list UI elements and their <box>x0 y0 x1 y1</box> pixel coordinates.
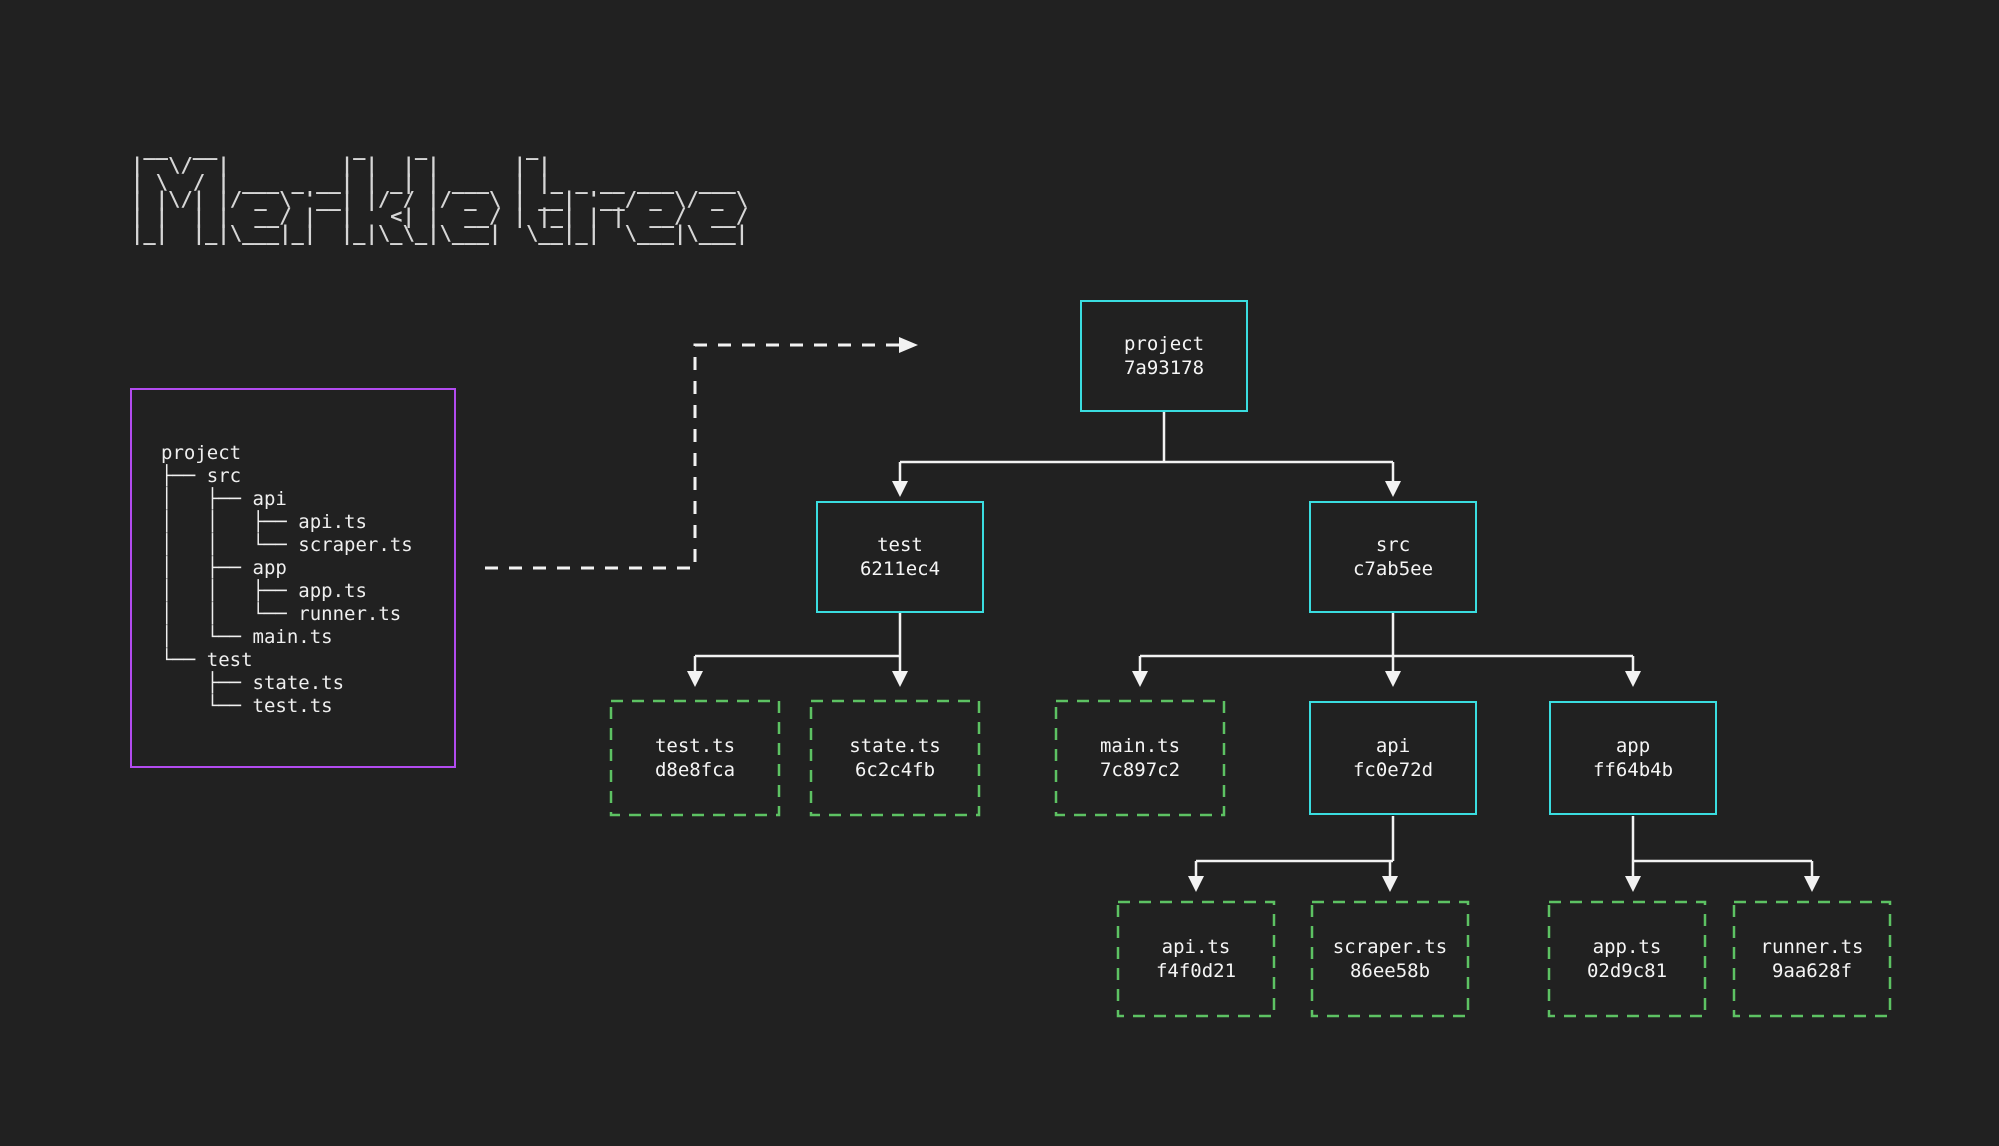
arrow-right-icon <box>899 337 918 353</box>
node-hash: 02d9c81 <box>1586 960 1668 982</box>
node-label: app <box>1615 735 1651 757</box>
node-app-ts: app.ts 02d9c81 <box>1549 902 1705 1016</box>
node-label: api.ts <box>1161 936 1231 958</box>
node-label: scraper.ts <box>1332 936 1448 958</box>
node-hash: f4f0d21 <box>1155 960 1237 982</box>
node-hash: 86ee58b <box>1349 960 1431 982</box>
node-state-ts: state.ts 6c2c4fb <box>811 701 979 815</box>
page-title-ascii-art: __ __ _ _ _ | \/ | | | | | | | | \ / | _… <box>131 136 749 245</box>
node-app: app ff64b4b <box>1549 701 1717 815</box>
node-label: runner.ts <box>1760 936 1864 958</box>
node-project: project 7a93178 <box>1080 300 1248 412</box>
file-tree-panel: project ├── src │ ├── api │ │ ├── api.ts… <box>130 388 456 768</box>
node-hash: 9aa628f <box>1771 960 1853 982</box>
node-scraper-ts: scraper.ts 86ee58b <box>1312 902 1468 1016</box>
file-tree-listing: project ├── src │ ├── api │ │ ├── api.ts… <box>161 442 413 717</box>
node-api-ts: api.ts f4f0d21 <box>1118 902 1274 1016</box>
node-label: src <box>1375 534 1411 556</box>
node-api: api fc0e72d <box>1309 701 1477 815</box>
node-hash: c7ab5ee <box>1352 558 1434 580</box>
node-test: test 6211ec4 <box>816 501 984 613</box>
node-hash: fc0e72d <box>1352 759 1434 781</box>
node-runner-ts: runner.ts 9aa628f <box>1734 902 1890 1016</box>
node-label: project <box>1123 333 1205 355</box>
node-label: api <box>1375 735 1411 757</box>
node-hash: 6211ec4 <box>859 558 941 580</box>
node-hash: 7a93178 <box>1123 357 1205 379</box>
node-main-ts: main.ts 7c897c2 <box>1056 701 1224 815</box>
node-hash: ff64b4b <box>1592 759 1674 781</box>
node-hash: 6c2c4fb <box>854 759 936 781</box>
node-src: src c7ab5ee <box>1309 501 1477 613</box>
node-label: state.ts <box>849 735 941 757</box>
node-label: test.ts <box>654 735 736 757</box>
node-label: test <box>877 534 923 556</box>
node-hash: d8e8fca <box>654 759 736 781</box>
node-label: app.ts <box>1592 936 1662 958</box>
node-label: main.ts <box>1099 735 1181 757</box>
node-test-ts: test.ts d8e8fca <box>611 701 779 815</box>
node-hash: 7c897c2 <box>1099 759 1181 781</box>
